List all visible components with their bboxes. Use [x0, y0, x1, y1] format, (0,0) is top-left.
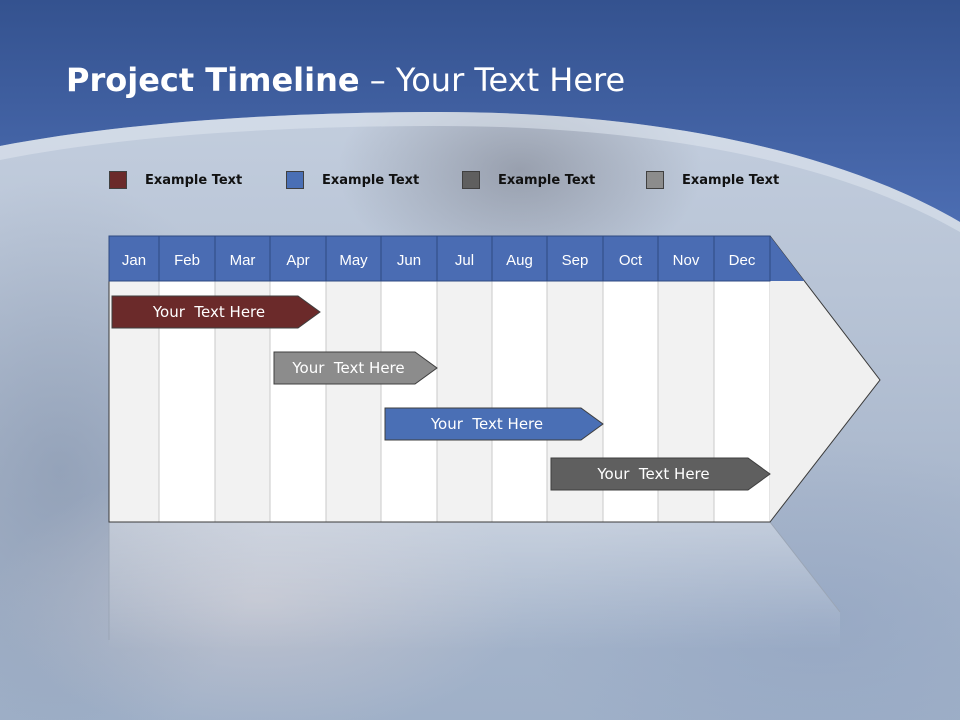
month-header-cell: [108, 235, 160, 282]
month-column: [491, 280, 548, 523]
month-header-cell: [491, 235, 548, 282]
header-arrow-tip: [770, 236, 805, 281]
month-header-cell: [380, 235, 438, 282]
task-bar: Your Text Here: [111, 295, 321, 329]
legend-item-2: Example Text: [286, 170, 419, 190]
title-banner: [0, 0, 960, 232]
legend-swatch: [646, 171, 664, 189]
task-bar: Your Text Here: [550, 457, 771, 491]
task-bar-label: Your Text Here: [152, 303, 265, 321]
task-bar-label: Your Text Here: [430, 415, 543, 433]
month-label: Jul: [455, 252, 474, 269]
timeline-reflection: [108, 521, 841, 650]
legend-swatch: [462, 171, 480, 189]
month-header-cell: [325, 235, 382, 282]
month-header-cell: [436, 235, 493, 282]
legend-label: Example Text: [682, 172, 780, 188]
task-bar-label: Your Text Here: [596, 465, 709, 483]
title-bold: Project Timeline: [66, 61, 360, 99]
month-label: Dec: [729, 252, 756, 269]
month-label: Feb: [174, 252, 200, 269]
task-bar-shape: [273, 351, 438, 385]
legend-item-4: Example Text: [646, 170, 779, 190]
month-column: [325, 280, 382, 523]
legend-swatch: [109, 171, 127, 189]
month-header-cell: [269, 235, 327, 282]
month-header-cell: [602, 235, 659, 282]
legend-item-3: Example Text: [462, 170, 595, 190]
month-header-cell: [713, 235, 771, 282]
month-label: Jun: [397, 252, 421, 269]
month-label: Jan: [122, 252, 146, 269]
reflection-shape: [109, 522, 840, 650]
month-label: Apr: [286, 252, 309, 269]
timeline-arrow-body: [770, 281, 880, 522]
task-bar: Your Text Here: [273, 351, 438, 385]
month-label: Mar: [230, 252, 256, 269]
task-bar-label: Your Text Here: [291, 359, 404, 377]
month-column: [380, 280, 438, 523]
legend-label: Example Text: [322, 172, 420, 188]
month-label: Aug: [506, 252, 533, 269]
title-subtitle: – Your Text Here: [359, 61, 626, 99]
task-bar: Your Text Here: [384, 407, 604, 441]
legend-label: Example Text: [498, 172, 596, 188]
month-header-cell: [657, 235, 715, 282]
month-header-cell: [214, 235, 271, 282]
reflection-edge: [769, 521, 841, 613]
month-label: Nov: [673, 252, 700, 269]
page-title: Project Timeline – Your Text Here: [66, 58, 625, 102]
legend-swatch: [286, 171, 304, 189]
month-label: Oct: [619, 252, 643, 269]
task-bar-shape: [384, 407, 604, 441]
month-column: [436, 280, 493, 523]
month-label: Sep: [562, 252, 589, 269]
legend-label: Example Text: [145, 172, 243, 188]
month-label: May: [339, 252, 368, 269]
task-bar-shape: [550, 457, 771, 491]
month-header: Jan Feb Mar Apr May Jun Jul Aug Sep Oct Nov Dec: [108, 235, 805, 282]
task-bar-shape: [111, 295, 321, 329]
legend-item-1: Example Text: [109, 170, 242, 190]
month-header-cell: [158, 235, 216, 282]
